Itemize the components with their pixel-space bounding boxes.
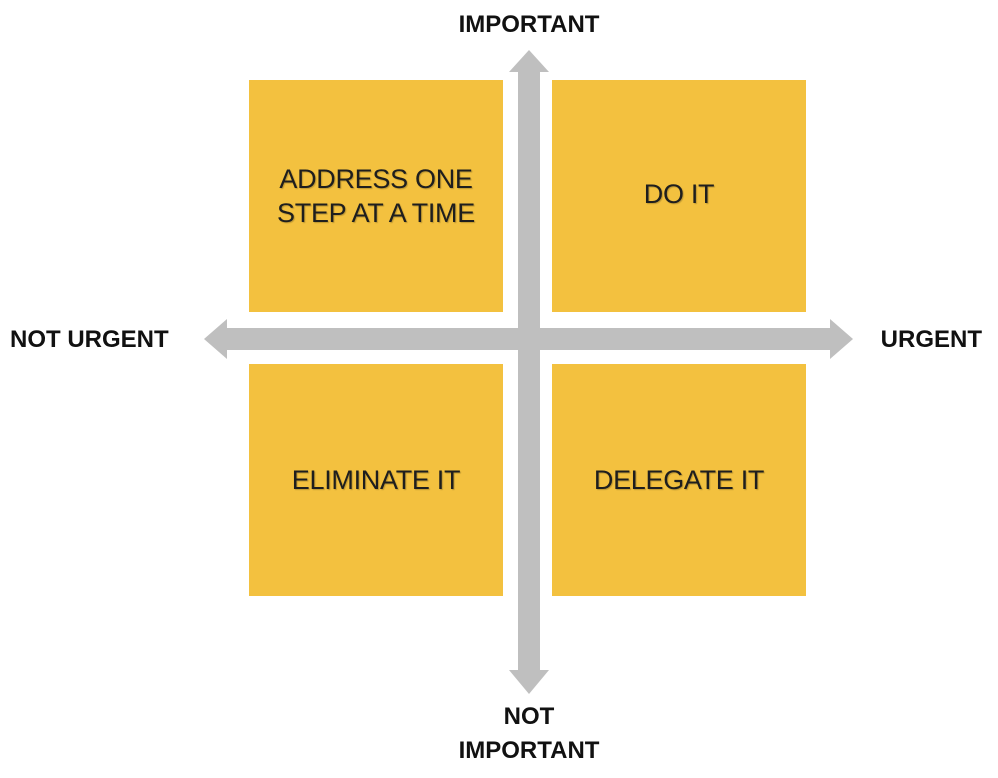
arrowhead-up [509,50,549,72]
axis-label-not-urgent: NOT URGENT [10,326,169,353]
vertical-axis-shaft [518,70,540,678]
quadrant-urgent-not-important: DELEGATE IT [552,364,806,596]
quadrant-not-urgent-important: ADDRESS ONE STEP AT A TIME [249,80,503,312]
quadrant-label-delegate-it: DELEGATE IT [593,465,765,495]
axis-label-important: IMPORTANT [458,11,600,38]
axis-label-urgent: URGENT [880,326,982,353]
quadrant-label-do-it: DO IT [643,179,715,209]
arrowhead-left [204,319,227,359]
arrowhead-down [509,670,549,694]
quadrant-urgent-important: DO IT [552,80,806,312]
axis-label-not-important: NOT IMPORTANT [458,703,600,764]
quadrant-label-address-one-step: ADDRESS ONE STEP AT A TIME [277,164,475,228]
quadrant-label-eliminate-it: ELIMINATE IT [291,465,461,495]
quadrant-not-urgent-not-important: ELIMINATE IT [249,364,503,596]
arrowhead-right [830,319,853,359]
horizontal-axis-shaft [224,328,834,350]
